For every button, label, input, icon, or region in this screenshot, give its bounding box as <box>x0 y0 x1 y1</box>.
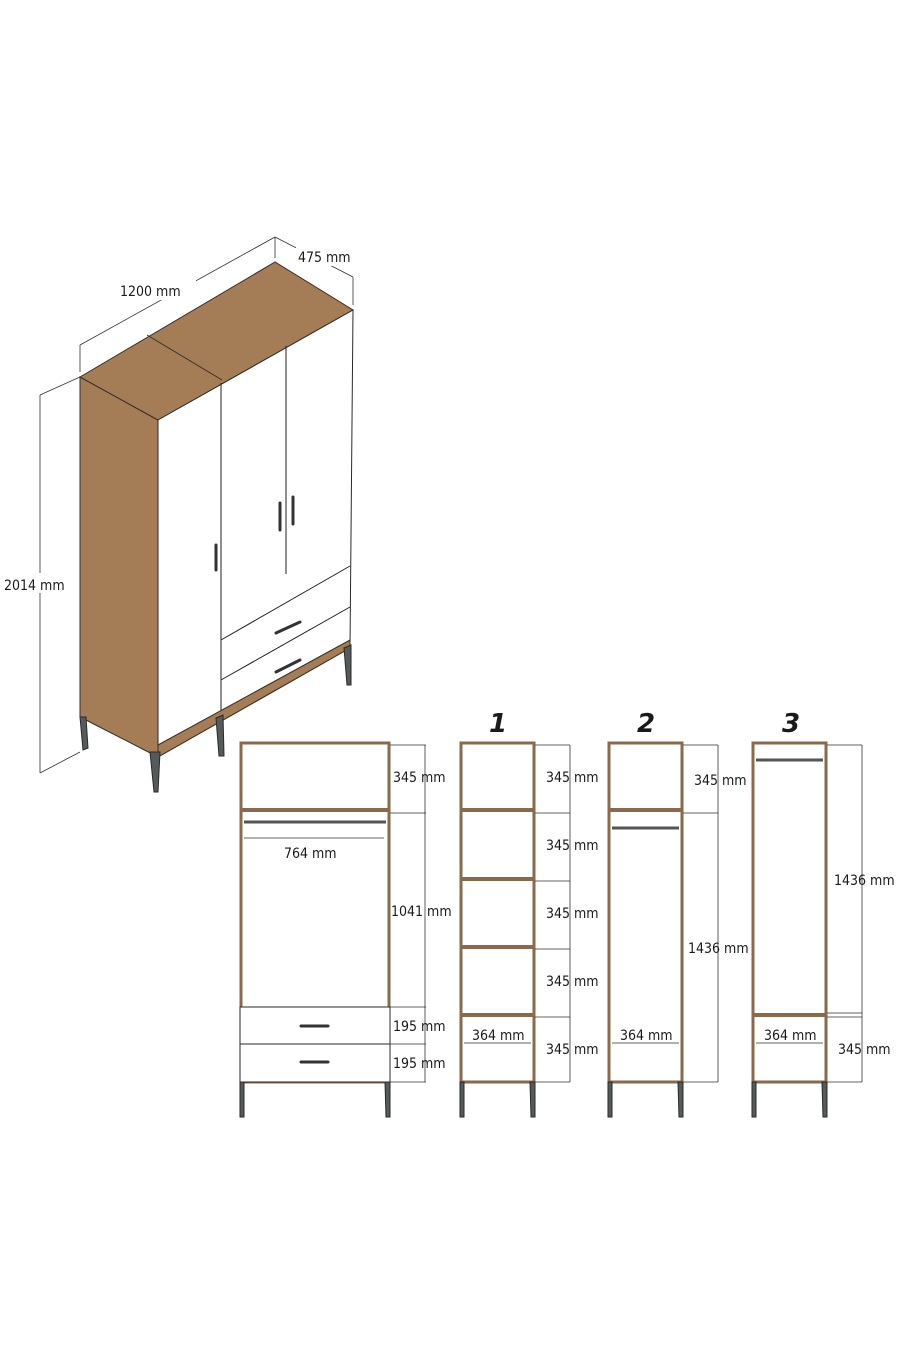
unit-3-bottom-dim: 345 mm <box>838 1042 891 1058</box>
drawer-handle <box>274 658 302 674</box>
unit-2-top-dim: 345 mm <box>694 773 747 789</box>
drawer-line <box>220 606 351 681</box>
drawer-handle <box>274 620 302 635</box>
unit-2-label: 2 <box>637 709 655 739</box>
unit-1-shelf-dim: 345 mm <box>546 770 599 786</box>
unit-1-shelf-dim: 345 mm <box>546 974 599 990</box>
unit-1-label: 1 <box>489 709 507 739</box>
side-panel <box>79 376 159 758</box>
unit-3-hanging-dim: 1436 mm <box>834 873 895 889</box>
hanging-dim: 1041 mm <box>391 904 452 920</box>
unit-1-shelf-dim: 345 mm <box>546 1042 599 1058</box>
isometric-wardrobe: 2014 mm 1200 mm 475 mm <box>2 236 364 793</box>
unit-1-view: 1 345 mm 345 mm 345 mm 345 mm 345 mm 364… <box>459 709 599 1118</box>
leg <box>343 644 352 686</box>
unit-1-shelf-dim: 345 mm <box>546 838 599 854</box>
unit-2-view: 2 345 mm 1436 mm 364 mm <box>607 709 749 1118</box>
unit-3-width-dim: 364 mm <box>764 1028 817 1044</box>
rod-width-dim: 764 mm <box>284 846 337 862</box>
drawer-line <box>220 565 351 641</box>
unit-2-width-dim: 364 mm <box>620 1028 673 1044</box>
width-label: 1200 mm <box>120 284 181 300</box>
front-view-main: 345 mm 764 mm 1041 mm 195 mm 195 mm <box>239 741 452 1118</box>
top-seam <box>146 334 223 381</box>
unit-1-width-dim: 364 mm <box>472 1028 525 1044</box>
depth-label: 475 mm <box>298 250 351 266</box>
drawer2-dim: 195 mm <box>393 1056 446 1072</box>
unit-3-view: 3 1436 mm 345 mm 364 mm <box>751 709 895 1118</box>
leg <box>149 751 161 793</box>
leg <box>79 716 89 751</box>
unit-3-label: 3 <box>782 709 800 739</box>
drawer1-dim: 195 mm <box>393 1019 446 1035</box>
unit-2-hanging-dim: 1436 mm <box>688 941 749 957</box>
height-label: 2014 mm <box>4 578 65 594</box>
unit-1-shelf-dim: 345 mm <box>546 906 599 922</box>
top-compartment-dim: 345 mm <box>393 770 446 786</box>
leg <box>215 714 225 757</box>
